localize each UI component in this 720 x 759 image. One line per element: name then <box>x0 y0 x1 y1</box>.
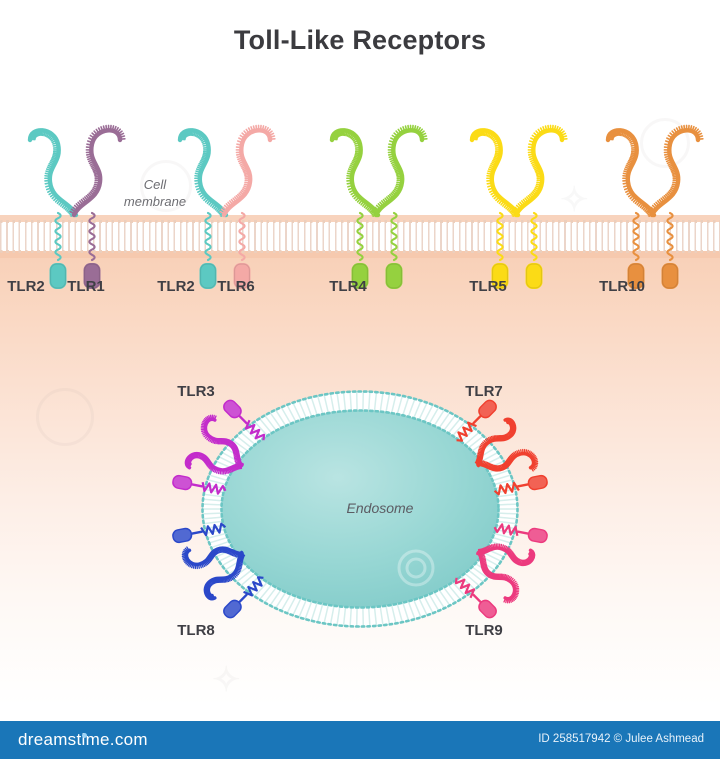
tlr-label-tlr8-endosome: TLR8 <box>177 622 215 639</box>
tlr-label-tlr3-endosome: TLR3 <box>177 383 215 400</box>
cell-membrane <box>0 215 720 258</box>
membrane-head-groups-inner <box>0 250 720 253</box>
extracellular-background <box>0 0 720 215</box>
tlr-label-tlr9-endosome: TLR9 <box>465 622 503 639</box>
registered-dot <box>81 733 87 738</box>
tlr-label-tlr4-membrane: TLR4 <box>329 278 367 295</box>
page-title: Toll-Like Receptors <box>233 25 487 55</box>
membrane-head-groups-outer <box>0 220 720 223</box>
tlr-label-tlr2-membrane: TLR2 <box>157 278 195 295</box>
endosomal-receptor-tlr8 <box>172 522 264 619</box>
dreamstime-logo[interactable]: dreamstime.com <box>18 730 148 750</box>
tlr-label-tlr7-endosome: TLR7 <box>465 383 503 400</box>
cell-membrane-label-line1: Cell <box>143 177 167 192</box>
tlr-label-tlr1-membrane: TLR1 <box>67 278 105 295</box>
endosomal-receptor-tlr3 <box>172 399 266 495</box>
receptor-tlr2-tlr1 <box>10 118 140 289</box>
cell-membrane-label: Cell membrane <box>107 176 203 210</box>
cell-membrane-label-line2: membrane <box>123 194 187 209</box>
endosome <box>172 378 548 640</box>
tlr-label-tlr10-membrane: TLR10 <box>599 278 645 295</box>
receptor-tlr2-tlr6 <box>160 118 290 289</box>
endosome-label: Endosome <box>346 500 414 516</box>
endosomal-receptor-tlr7 <box>456 399 548 496</box>
membrane-lipid-tails <box>0 222 720 251</box>
dreamstime-logo-text: dreamstime.com <box>18 730 148 749</box>
endosomal-receptor-tlr9 <box>454 523 548 619</box>
tlr-label-tlr5-membrane: TLR5 <box>469 278 507 295</box>
tlr-label-tlr2-membrane: TLR2 <box>7 278 45 295</box>
footer-bar: dreamstime.com ID 258517942 © Julee Ashm… <box>0 721 720 759</box>
tlr-label-tlr6-membrane: TLR6 <box>217 278 255 295</box>
receptor-tlr4 <box>312 118 442 289</box>
receptor-tlr5 <box>452 118 582 289</box>
bottom-white-strip <box>0 705 720 721</box>
image-credit: ID 258517942 © Julee Ashmead <box>538 733 704 745</box>
receptor-tlr10 <box>588 118 718 289</box>
